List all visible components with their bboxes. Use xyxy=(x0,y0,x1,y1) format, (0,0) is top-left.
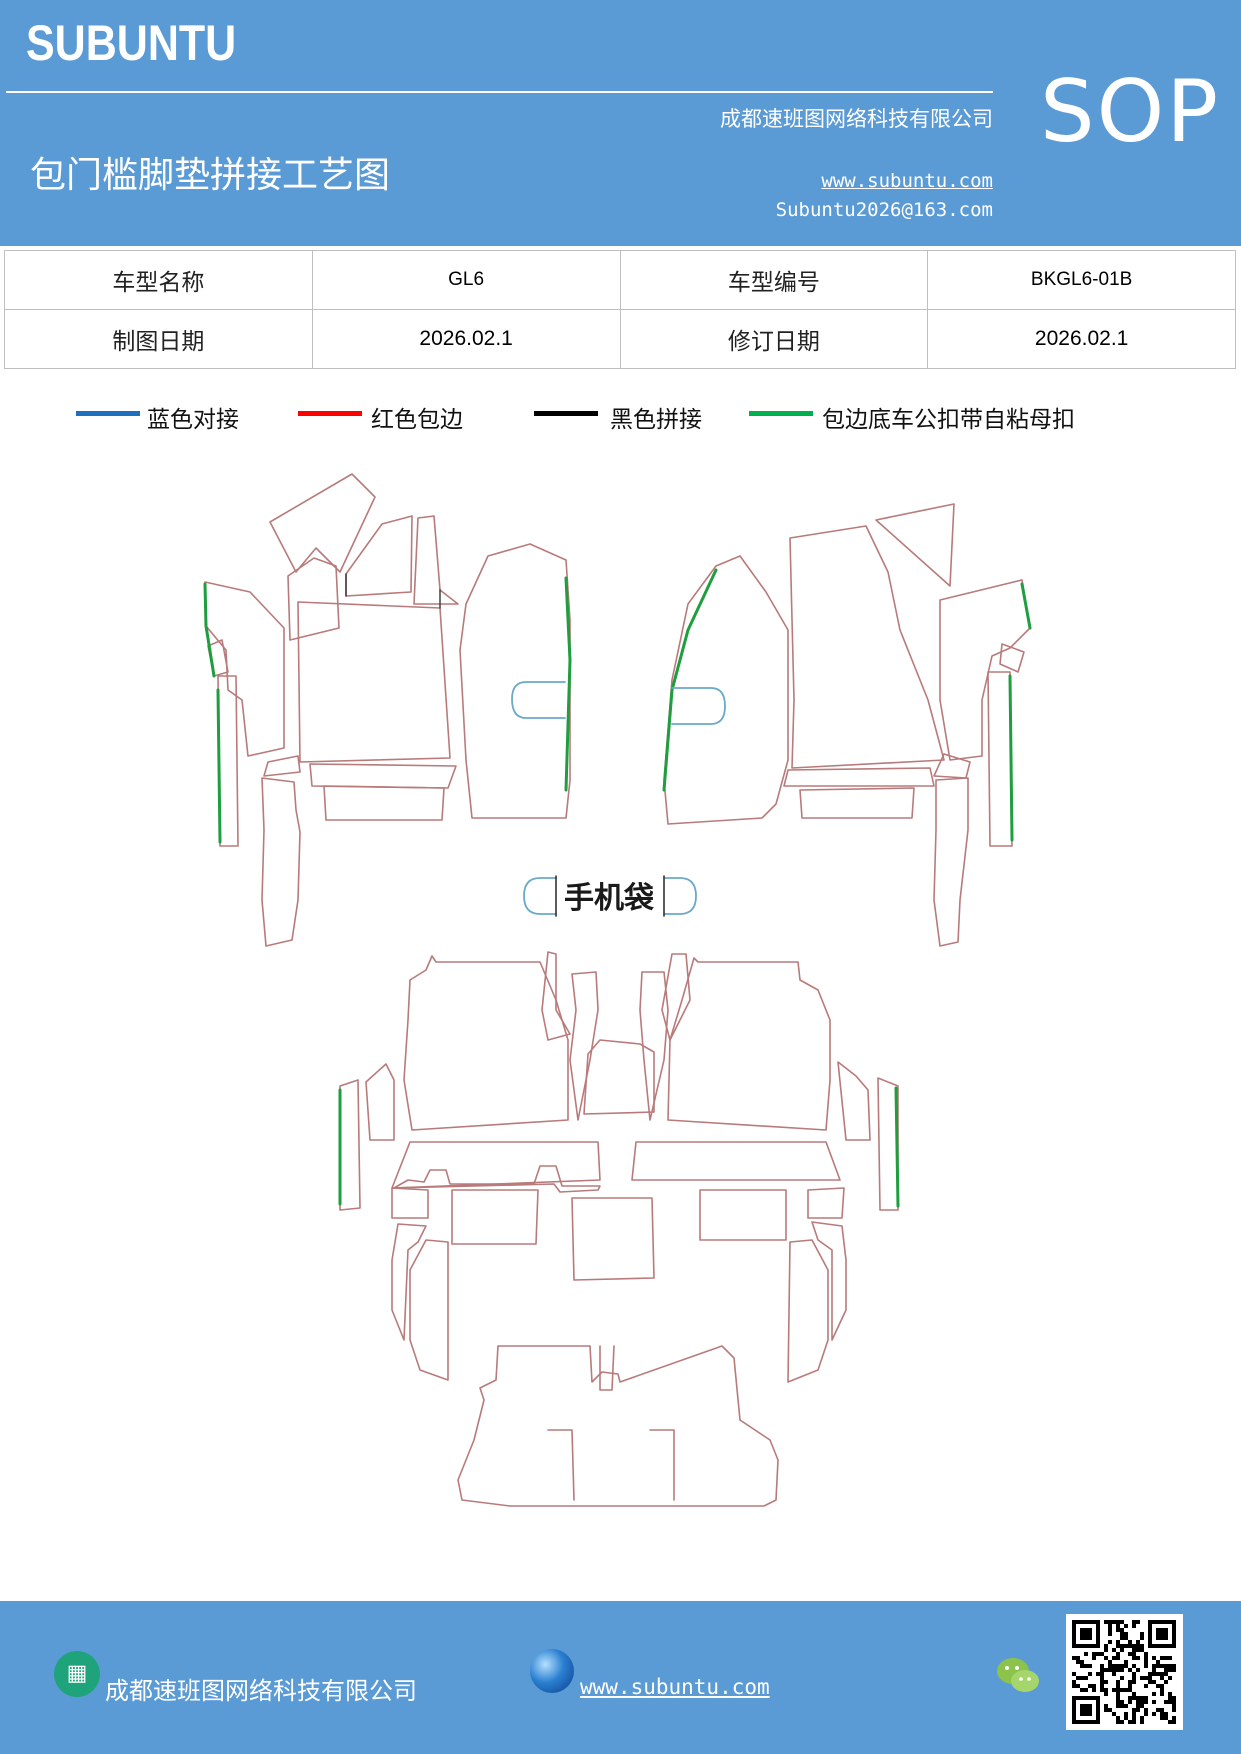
footer-company: 成都速班图网络科技有限公司 xyxy=(105,1677,417,1705)
model-name-label: 车型名称 xyxy=(4,250,313,310)
building-icon: ▦ xyxy=(54,1651,100,1697)
globe-icon xyxy=(530,1649,574,1693)
legend-label-red: 红色包边 xyxy=(371,407,463,433)
info-table: 车型名称 GL6 车型编号 BKGL6-01B 制图日期 2026.02.1 修… xyxy=(4,250,1236,369)
legend-swatch-red xyxy=(298,411,362,416)
website-link[interactable]: www.subuntu.com xyxy=(821,170,993,192)
qr-code xyxy=(1066,1614,1183,1730)
footer-website-link[interactable]: www.subuntu.com xyxy=(580,1675,770,1699)
wechat-icon[interactable] xyxy=(995,1653,1041,1697)
legend-label-black: 黑色拼接 xyxy=(610,407,702,433)
legend-label-blue: 蓝色对接 xyxy=(147,407,239,433)
revise-date-label: 修订日期 xyxy=(619,309,929,369)
draw-date-value: 2026.02.1 xyxy=(311,309,621,369)
legend: 蓝色对接 红色包边 黑色拼接 包边底车公扣带自粘母扣 xyxy=(0,400,1241,440)
front-right-mat xyxy=(662,503,1032,947)
page-title: 包门槛脚垫拼接工艺图 xyxy=(30,155,391,196)
legend-label-green: 包边底车公扣带自粘母扣 xyxy=(822,407,1075,433)
table-row: 制图日期 2026.02.1 修订日期 2026.02.1 xyxy=(4,309,1236,369)
header-divider xyxy=(6,91,993,93)
legend-swatch-blue xyxy=(76,411,140,416)
second-row-mat xyxy=(338,951,900,1383)
legend-swatch-black xyxy=(534,411,598,416)
third-row-mat xyxy=(457,1345,779,1507)
company-name: 成都速班图网络科技有限公司 xyxy=(720,107,993,131)
model-code-value: BKGL6-01B xyxy=(927,250,1236,310)
phone-bag-label: 手机袋 xyxy=(564,881,654,916)
footer-banner: ▦ 成都速班图网络科技有限公司 www.subuntu.com xyxy=(0,1601,1241,1754)
revise-date-value: 2026.02.1 xyxy=(927,309,1236,369)
brand-logo: SUBUNTU xyxy=(26,15,237,71)
legend-swatch-green xyxy=(749,411,813,416)
floor-mat-diagram: 手机袋 xyxy=(203,473,1032,1507)
model-code-label: 车型编号 xyxy=(619,250,929,310)
draw-date-label: 制图日期 xyxy=(4,309,313,369)
phone-bag-marker xyxy=(523,875,697,917)
sop-badge: SOP xyxy=(1040,62,1221,162)
table-row: 车型名称 GL6 车型编号 BKGL6-01B xyxy=(4,250,1236,310)
email-address[interactable]: Subuntu2026@163.com xyxy=(775,199,993,221)
model-name-value: GL6 xyxy=(311,250,621,310)
header-banner: SUBUNTU 成都速班图网络科技有限公司 包门槛脚垫拼接工艺图 www.sub… xyxy=(0,0,1241,246)
front-left-mat xyxy=(203,473,572,947)
